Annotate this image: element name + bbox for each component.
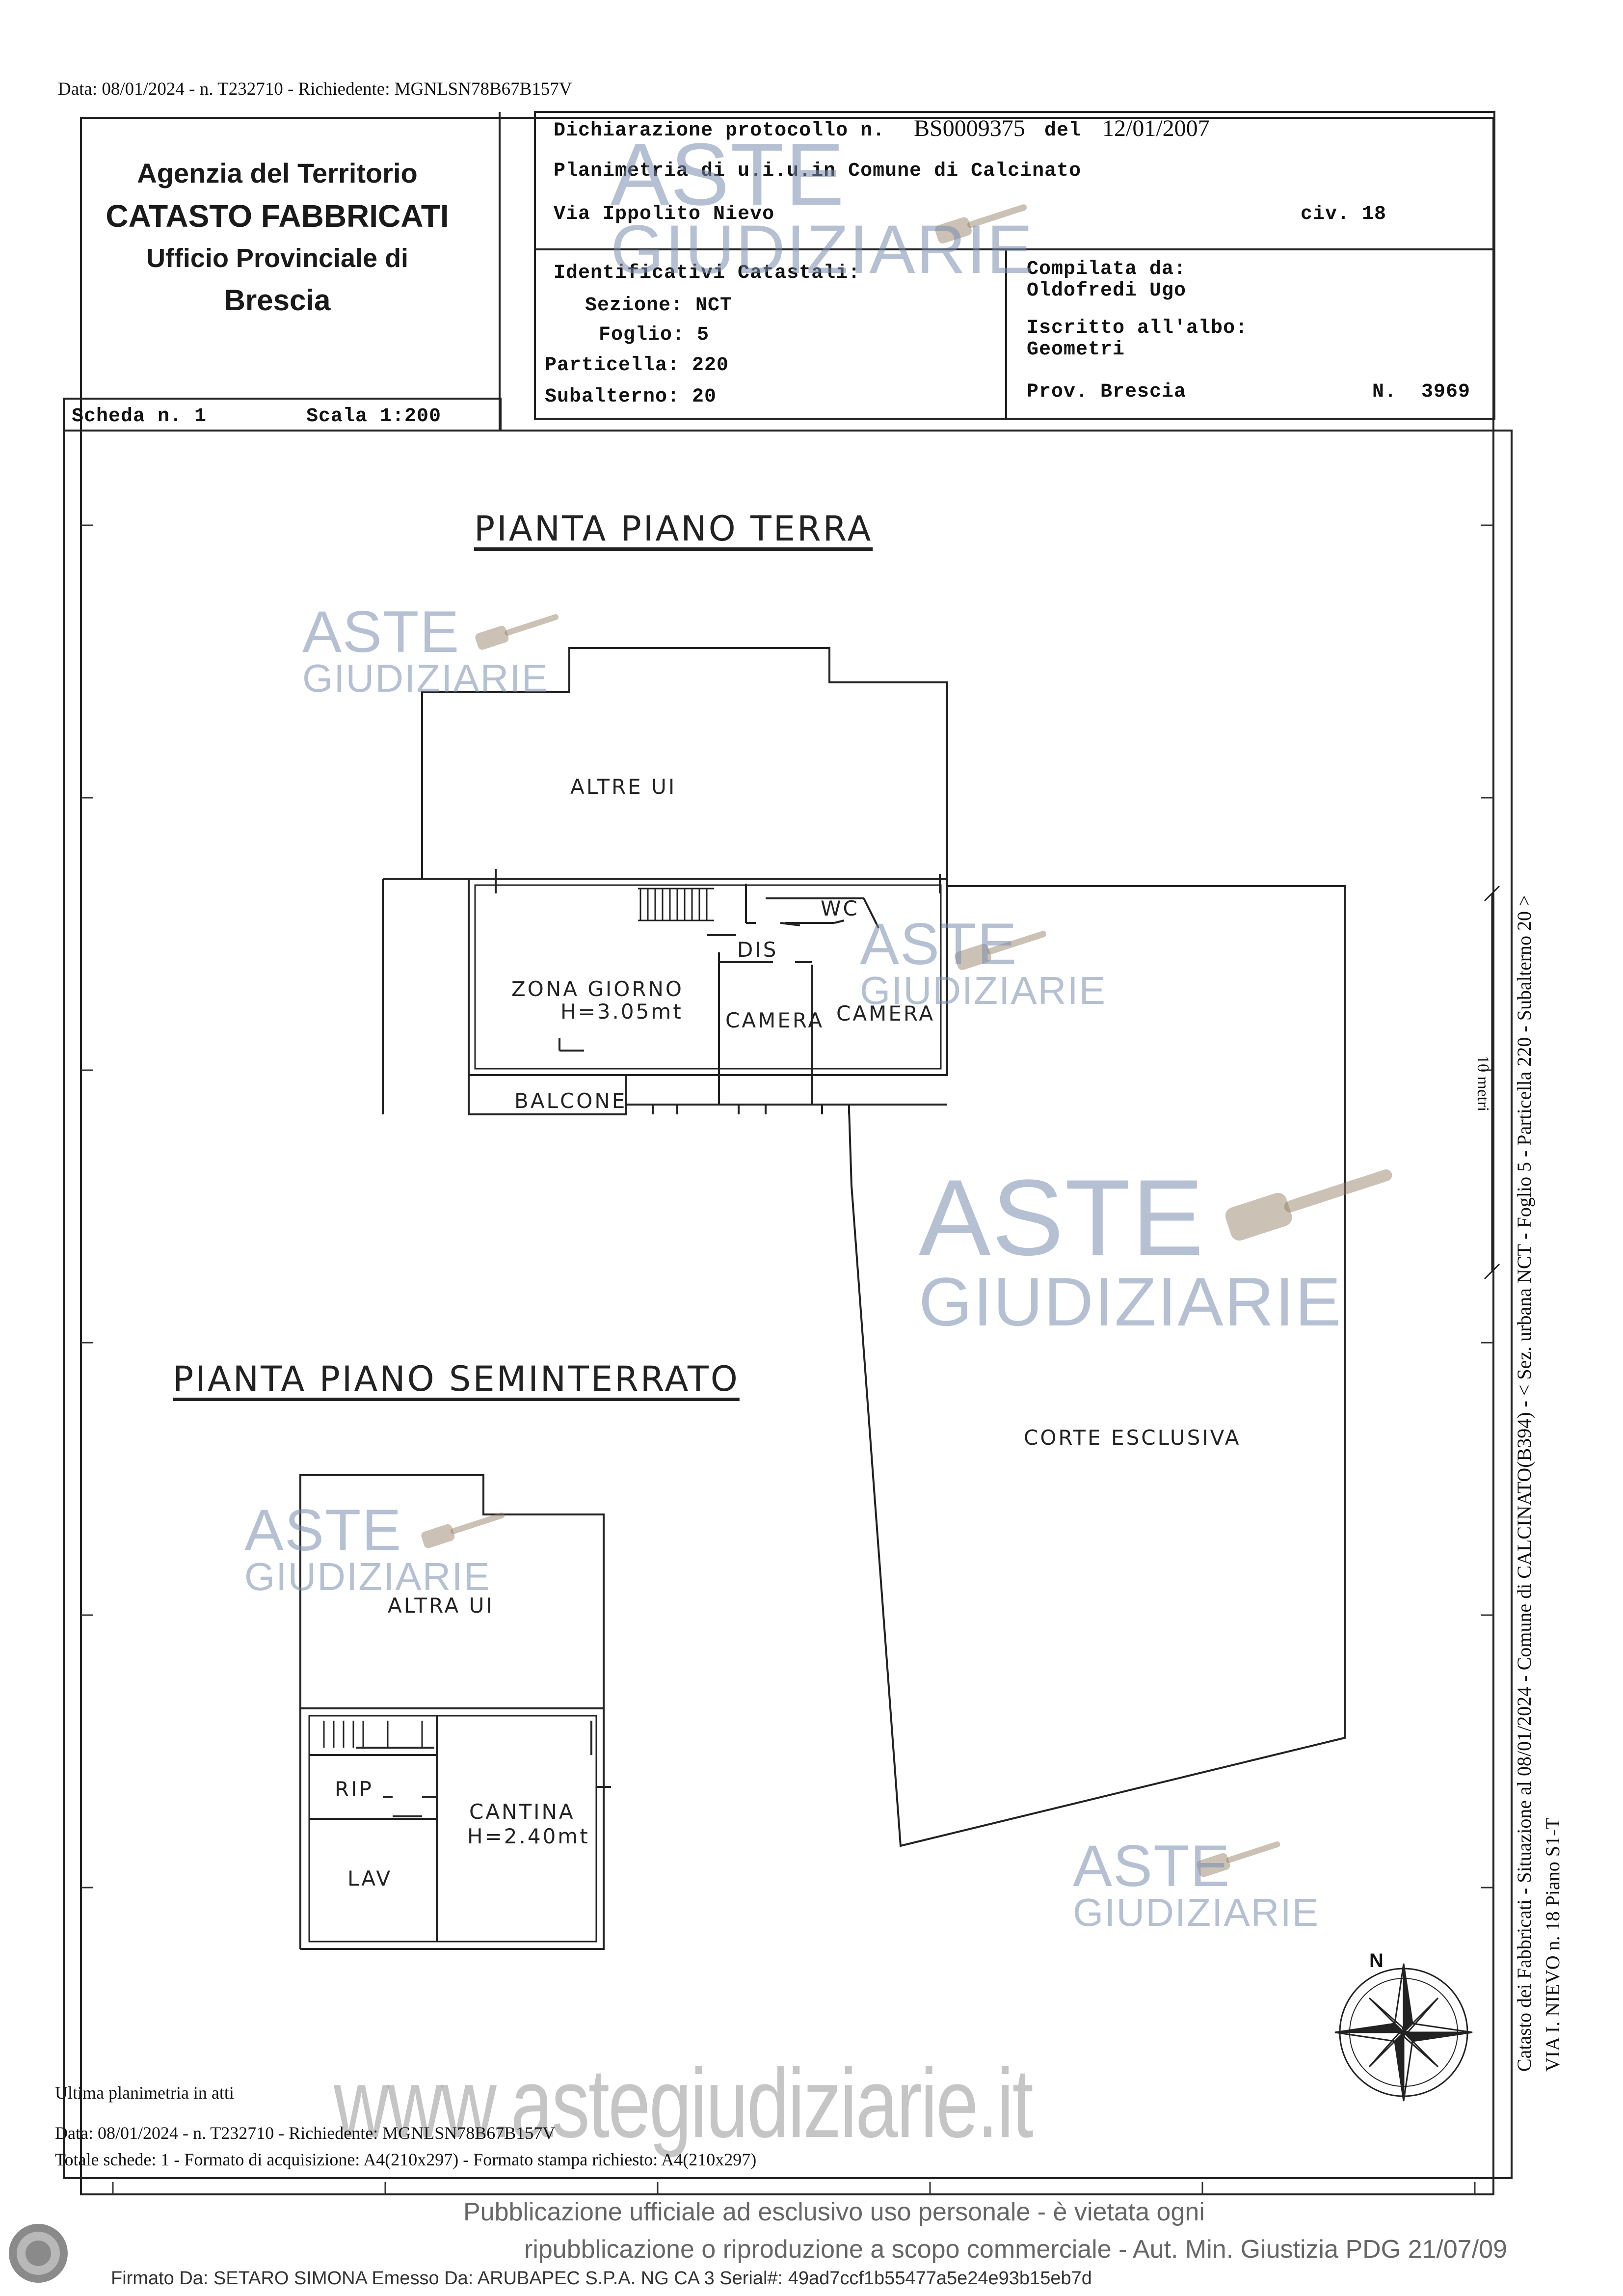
publication-notice-2: ripubblicazione o riproduzione a scopo c… [524,2235,1507,2264]
room-altra-ui: ALTRA UI [388,1594,494,1618]
header-request-info: Data: 08/01/2024 - n. T232710 - Richiede… [58,79,572,99]
ground-floor-title: PIANTA PIANO TERRA [474,509,873,549]
office-city: Brescia [224,284,331,317]
room-cantina-height: H=2.40mt [467,1824,590,1848]
identifiers-title: Identificativi Catastali: [554,262,861,284]
subalterno: Subalterno: 20 [545,386,717,408]
basement-plan [299,1474,611,1950]
planimetria-line: Planimetria di u.i.u.in Comune di Calcin… [554,160,1082,182]
footer-ultima: Ultima planimetria in atti [55,2083,234,2103]
outer-frame [80,117,1494,2195]
drawing-frame [63,430,1513,2179]
agency-name: Agenzia del Territorio [137,158,418,189]
publication-notice-1: Pubblicazione ufficiale ad esclusivo uso… [463,2198,1205,2226]
vertical-catasto-info: Catasto dei Fabbricati - Situazione al 0… [1513,895,1535,2072]
north-arrow-icon [1334,1963,1473,2102]
declaration-number: BS0009375 [914,115,1025,141]
watermark-aste-1: ASTE GIUDIZIARIE [302,599,549,700]
watermark-aste-top: ASTE GIUDIZIARIE [611,125,1034,288]
room-rip: RIP [335,1777,373,1801]
seal-icon [9,2224,68,2283]
room-camera-2: CAMERA [836,1001,935,1026]
scale-bar-label: 10 metri [1474,1055,1492,1112]
gavel-icon [1225,1169,1392,1241]
province: Prov. Brescia [1027,381,1187,403]
compiled-name: Oldofredi Ugo [1027,280,1187,302]
room-balcone: BALCONE [514,1089,627,1113]
declaration-label: Dichiarazione protocollo n. [554,120,885,142]
room-zona-giorno: ZONA GIORNO [511,977,684,1001]
ground-floor-plan [382,647,1346,1847]
watermark-site-url: www.astegiudiziarie.it [334,2049,1034,2158]
declaration-date: 12/01/2007 [1102,115,1210,141]
albo-label: Iscritto all'albo: [1027,317,1248,339]
watermark-aste-5: ASTE GIUDIZIARIE [1073,1833,1320,1934]
particella: Particella: 220 [545,354,729,377]
signature-line: Firmato Da: SETARO SIMONA Emesso Da: ARU… [111,2268,1092,2289]
registration-number: N. 3969 [1372,381,1471,403]
agency-block: Agenzia del Territorio CATASTO FABBRICAT… [83,157,471,317]
watermark-aste-2: ASTE GIUDIZIARIE [860,911,1107,1012]
room-corte-esclusiva: CORTE ESCLUSIVA [1024,1426,1241,1450]
footer-totale: Totale schede: 1 - Formato di acquisizio… [55,2150,757,2169]
room-cantina: CANTINA [469,1800,575,1824]
catasto-title: CATASTO FABBRICATI [106,198,449,234]
watermark-aste-4: ASTE GIUDIZIARIE [244,1497,491,1598]
address-line: Via Ippolito Nievo [554,203,775,225]
civic-number: civ. 18 [1301,203,1387,225]
sezione: Sezione: NCT [585,295,733,317]
north-label: N [1369,1950,1384,1972]
room-zona-giorno-height: H=3.05mt [560,999,683,1024]
room-dis: DIS [737,938,778,962]
foglio: Foglio: 5 [599,324,710,346]
albo-value: Geometri [1027,339,1125,361]
scheda-number: Scheda n. 1 [72,405,207,428]
basement-title: PIANTA PIANO SEMINTERRATO [173,1359,740,1399]
watermark-line2: GIUDIZIARIE [611,211,1034,288]
room-lav: LAV [347,1866,393,1891]
office-label: Ufficio Provinciale di [146,243,409,273]
watermark-line1: ASTE [611,125,846,224]
compiled-label: Compilata da: [1027,258,1187,280]
room-camera-1: CAMERA [725,1008,825,1032]
room-altre-ui: ALTRE UI [570,775,677,799]
watermark-aste-3: ASTE GIUDIZIARIE [919,1157,1342,1340]
header-box-identifiers [534,248,1495,420]
footer-request: Data: 08/01/2024 - n. T232710 - Richiede… [55,2123,556,2143]
vertical-address: VIA I. NIEVO n. 18 Piano S1-T [1542,1817,1564,2072]
scheda-scale: Scala 1:200 [306,405,442,428]
room-wc: WC [821,896,859,920]
declaration-del: del [1044,120,1082,142]
